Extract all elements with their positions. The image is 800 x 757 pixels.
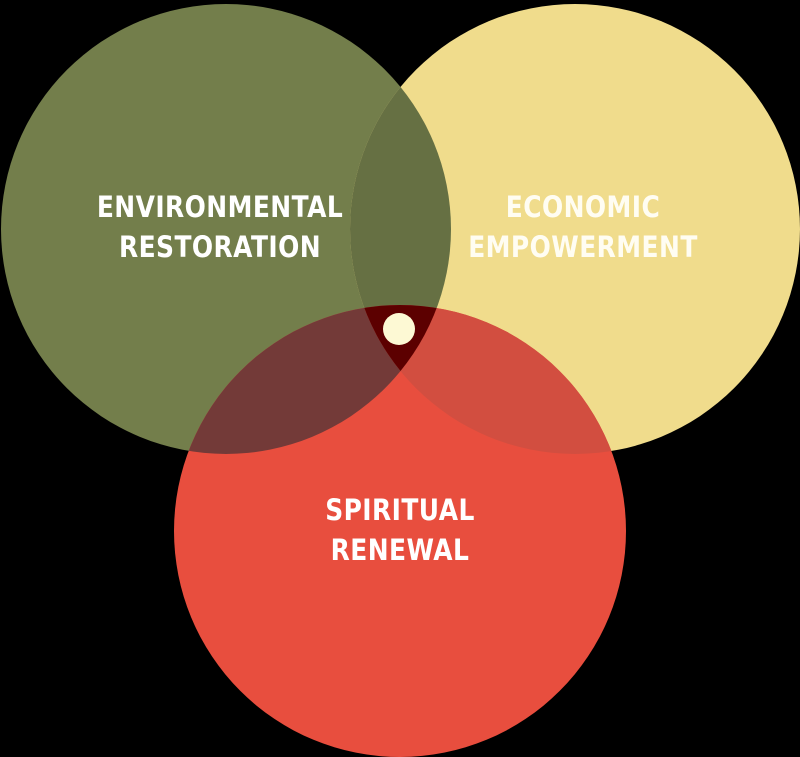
economic-empowerment-label: ECONOMIC EMPOWERMENT: [454, 187, 712, 267]
environmental-label-line1: ENVIRONMENTAL: [96, 190, 344, 224]
center-dot-icon: [383, 313, 415, 345]
economic-label-line1: ECONOMIC: [505, 190, 661, 224]
spiritual-label-line2: RENEWAL: [330, 533, 470, 567]
environmental-restoration-label: ENVIRONMENTAL RESTORATION: [91, 187, 349, 267]
environmental-spiritual-overlap: [174, 305, 451, 454]
economic-spiritual-overlap: [350, 305, 626, 454]
spiritual-label-line1: SPIRITUAL: [325, 493, 475, 527]
spiritual-renewal-label: SPIRITUAL RENEWAL: [271, 490, 529, 570]
environmental-label-line2: RESTORATION: [118, 230, 322, 264]
economic-label-line2: EMPOWERMENT: [468, 230, 698, 264]
